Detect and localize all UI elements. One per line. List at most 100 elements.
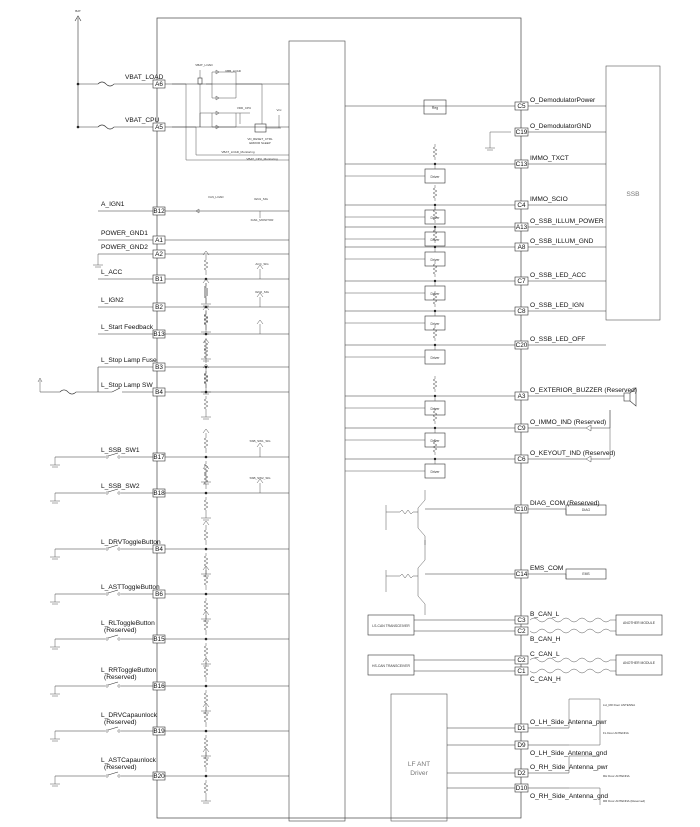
another-module-b [615, 614, 663, 636]
signal-arrow-icon [256, 319, 264, 325]
pin-number: B6 [155, 591, 163, 598]
ground-icon [93, 260, 103, 268]
signal-label: L_Start Feedback [101, 324, 154, 331]
switch-icon [107, 452, 119, 457]
right-connector-b-can-h: C2B_CAN_H [414, 626, 561, 643]
internal-supply-circuit [172, 69, 289, 161]
pullup-resistor [203, 570, 209, 590]
driver-resistor [432, 207, 438, 223]
pullup-arrow-icon [202, 278, 210, 284]
signal-label-reserved: (Reserved) [104, 627, 137, 634]
left-connector-power-gnd2: A2 POWER_GND2 [93, 244, 289, 268]
ground-icon [201, 796, 211, 804]
signal-label: A_IGN1 [101, 201, 125, 208]
can-twisted-pair-c [529, 657, 616, 674]
ground-icon [50, 642, 60, 650]
signal-label: O_RH_Side_Antenna_gnd [530, 793, 608, 800]
pullup-resistor [203, 310, 209, 330]
signal-label: L_Stop Lamp Fuse [101, 357, 157, 364]
signal-label: B_CAN_H [530, 636, 561, 643]
signal-label: C_CAN_H [530, 676, 561, 683]
pullup-resistor [203, 662, 209, 682]
pin-number: B20 [153, 773, 165, 780]
signal-label: O_KEYOUT_IND (Reserved) [530, 450, 615, 457]
ign1-monitor-label: IGN1_MONITOR [251, 218, 275, 222]
pin-number: A2 [155, 251, 163, 258]
signal-arrow-icon [256, 292, 264, 298]
pulldown-resistor [203, 643, 209, 659]
signal-label: B_CAN_L [530, 611, 560, 618]
signal-label: O_SSB_ILLUM_POWER [530, 218, 604, 225]
pin-number: A1 [155, 237, 163, 244]
pin-number: B2 [155, 304, 163, 311]
pin-number: A13 [516, 224, 528, 231]
left-connector-a-ign1: B12 A_IGN1 [98, 201, 289, 218]
another-module-c-label: ANOTHER MODULE [623, 661, 656, 665]
driver-resistor [432, 325, 438, 341]
switch-icon [107, 681, 119, 686]
pin-number: B4 [155, 389, 163, 396]
signal-label-reserved: (Reserved) [104, 719, 137, 726]
driver-resistor [432, 408, 438, 424]
vd-reset-label: VD_RESET_CTRL [247, 137, 273, 141]
signal-label: O_IMMO_IND (Reserved) [530, 419, 606, 426]
pin-number: C2 [517, 628, 526, 635]
ems-box-label: EMS [582, 572, 590, 576]
signal-label: VBAT_LOAD [125, 74, 164, 81]
pin-number: C2 [517, 657, 526, 664]
pin-number: B19 [153, 728, 165, 735]
pin-number: B12 [153, 208, 165, 215]
pin-number: D9 [517, 742, 526, 749]
signal-label: L_DRVCapaunlock [101, 712, 158, 719]
right-connector-c-can-l: C2C_CAN_L [414, 651, 560, 665]
switch-icon [107, 488, 119, 493]
lf-ant-driver-label-1: LF ANT [408, 761, 430, 768]
signal-label: L_SSB_SW1 [101, 447, 140, 454]
pullup-arrow-icon [202, 363, 210, 369]
pullup-arrow-icon [202, 305, 210, 311]
pulldown-resistor [203, 690, 209, 706]
ant-fl-label: FL Door ANTENNA [603, 731, 629, 735]
driver-resistor [432, 227, 438, 243]
signal-label: L_RLToggleButton [101, 620, 155, 627]
pulldown-resistor [203, 735, 209, 751]
right-connector-b-can-l: C3B_CAN_L [414, 611, 560, 625]
regulator-box [423, 99, 447, 115]
pullup-resistor [203, 707, 209, 727]
ssb-sw1-sig-label: SSB_SW1_SIG [249, 439, 271, 443]
pullup-arrow-icon [202, 747, 210, 753]
fuse-icon [97, 124, 115, 130]
ground-icon [50, 779, 60, 787]
vbb-load-label: VBB_LOAD [225, 69, 242, 73]
internal-bus-block [288, 40, 346, 822]
acc-sig-label: ACC_SIG [255, 262, 269, 266]
pin-number: B13 [153, 331, 165, 338]
pin-number: C1 [517, 668, 526, 675]
pin-number: B4 [155, 546, 163, 553]
pin-number: B16 [153, 683, 165, 690]
left-connector-layer: A6VBAT_LOADA5VBAT_CPUB12A_IGN1A1POWER_GN… [37, 74, 289, 804]
ground-icon [50, 597, 60, 605]
error-sleep-label: ERROR SLEEP [249, 141, 270, 145]
vbat-cpu-monitoring-label: VBAT_CPU_Monitoring [246, 157, 278, 161]
ssb-block-label: SSB [626, 191, 640, 198]
pullup-resistor [203, 255, 209, 275]
signal-label: L_Stop Lamp SW [101, 382, 153, 389]
left-connector-l-drv-toggle: B4L_DRVToggleButton [50, 520, 289, 577]
switch-icon [107, 634, 119, 639]
pullup-arrow-icon [202, 520, 210, 526]
signal-label: L_DRVToggleButton [101, 539, 161, 546]
signal-arrow-icon [256, 478, 264, 484]
pin-number: B3 [155, 364, 163, 371]
signal-label: O_DemodulatorGND [530, 123, 591, 130]
signal-label-reserved: (Reserved) [104, 764, 137, 771]
pulldown-resistor [203, 371, 209, 387]
signal-label: POWER_GND2 [101, 244, 148, 251]
